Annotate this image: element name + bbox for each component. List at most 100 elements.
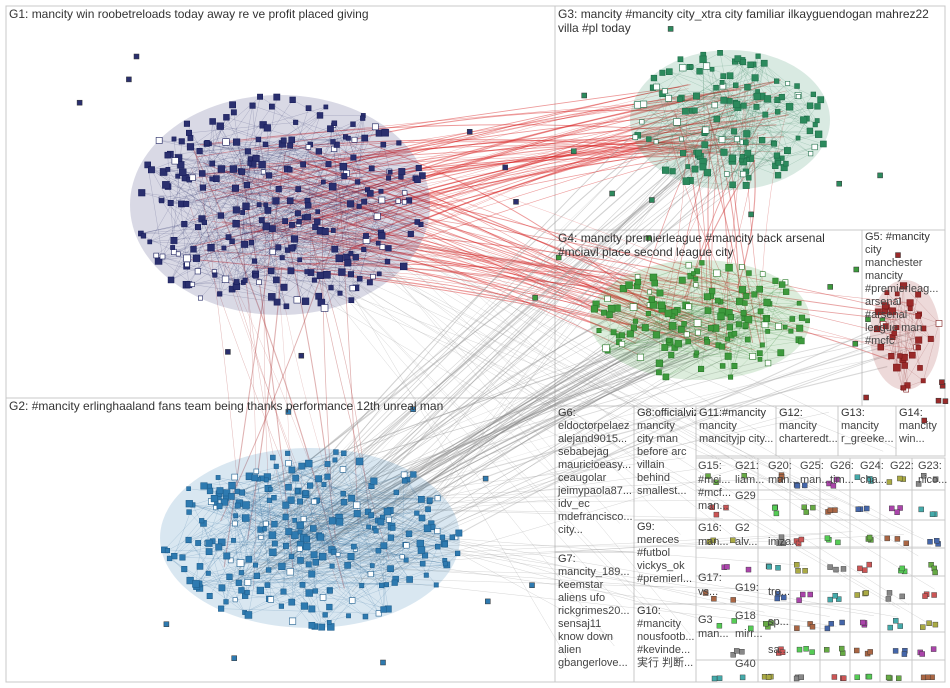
inter-group-edge-2-12	[190, 206, 309, 526]
g2-node-133	[303, 535, 311, 543]
g1-internal-edge-283	[334, 123, 372, 169]
g1-internal-edge-345	[147, 164, 163, 257]
g1-node-240	[189, 174, 196, 181]
small-group-label: G24:	[860, 460, 884, 472]
g5-internal-edge-7	[923, 323, 940, 381]
g3-node-127	[691, 107, 698, 114]
small-group-keyword: man...	[698, 628, 729, 640]
small-group-node-4-2	[867, 476, 873, 482]
g2-internal-edge-328	[281, 517, 423, 607]
g1-internal-edge-226	[242, 212, 245, 245]
inter-group-edge-0-18	[291, 96, 703, 229]
g1-node-181	[378, 196, 386, 204]
g5-outlier-5	[935, 397, 942, 404]
small-group-edge-46	[307, 497, 634, 599]
small-group-node-4-0	[854, 474, 861, 480]
g1-node-191	[321, 228, 329, 236]
inter-group-edge-1-2	[333, 140, 766, 299]
g2-internal-edge-57	[208, 573, 387, 585]
g2-node-212	[355, 457, 364, 466]
g1-outlier-2	[76, 99, 83, 106]
g3-internal-edge-22	[714, 105, 748, 160]
g4-node-37	[666, 337, 672, 343]
group-title-g11: G11:#mancity mancity mancityjp city...	[699, 407, 774, 445]
g2-node-218	[239, 489, 246, 496]
g1-internal-edge-260	[181, 188, 279, 205]
small-group-node-24-1	[827, 564, 833, 570]
g2-node-168	[326, 620, 332, 625]
g1-internal-edge-25	[220, 125, 329, 165]
small-group-edge-19	[290, 245, 925, 540]
g1-node-133	[286, 166, 293, 173]
g3-internal-edge-65	[746, 130, 810, 134]
g2-internal-edge-275	[300, 536, 321, 561]
g3-node-106	[763, 95, 772, 103]
g4-node-73	[714, 297, 721, 304]
small-group-edge-21	[321, 150, 624, 430]
g1-node-42	[407, 230, 414, 238]
g2-internal-edge-222	[221, 553, 458, 589]
g2-node-199	[238, 587, 245, 594]
small-group-node-21-2	[724, 564, 730, 570]
g4-node-68	[765, 328, 771, 334]
g4-internal-edge-65	[672, 311, 723, 317]
g3-node-88	[726, 72, 734, 80]
small-group-keyword: alv...	[735, 536, 758, 548]
g1-internal-edge-8	[290, 200, 318, 222]
g2-internal-edge-165	[268, 554, 315, 571]
g1-internal-edge-57	[184, 223, 277, 281]
g2-node-97	[319, 594, 327, 601]
g5-internal-edge-0	[904, 314, 920, 358]
g5-node-30	[882, 323, 889, 330]
g2-internal-edge-112	[233, 502, 345, 541]
g1-internal-edge-158	[189, 179, 378, 217]
inter-group-edge-0-29	[312, 141, 674, 267]
small-group-node-31-2	[832, 593, 838, 599]
g3-internal-edge-92	[748, 94, 814, 178]
g5-outlier-7	[921, 417, 927, 424]
g1-node-140	[297, 257, 303, 263]
g2-node-150	[403, 557, 409, 563]
g2-node-42	[339, 466, 347, 473]
g1-internal-edge-70	[317, 164, 329, 212]
g1-internal-edge-311	[190, 146, 298, 214]
g4-internal-edge-148	[598, 312, 730, 331]
g1-node-118	[204, 140, 210, 146]
g2-node-49	[285, 450, 291, 456]
g1-internal-edge-132	[250, 133, 380, 159]
small-group-edge-17	[205, 239, 655, 411]
small-group-node-17-2	[824, 535, 831, 541]
small-group-node-52-1	[841, 675, 847, 681]
g4-node-99	[630, 324, 637, 331]
g2-internal-edge-146	[241, 492, 387, 585]
g2-node-227	[232, 597, 238, 603]
g1-internal-edge-33	[250, 158, 423, 176]
small-group-node-54-2	[885, 674, 892, 681]
inter-group-edge-3-39	[378, 319, 668, 530]
g1-node-136	[287, 142, 294, 149]
g1-internal-edge-19	[243, 143, 283, 283]
small-group-node-41-1	[932, 621, 939, 628]
g2-internal-edge-141	[301, 465, 417, 514]
g2-internal-edge-296	[206, 465, 302, 544]
g1-internal-edge-324	[186, 184, 248, 267]
small-group-label: G16:	[698, 522, 722, 534]
small-group-keyword: tro...	[768, 586, 791, 598]
g1-internal-edge-206	[225, 141, 354, 158]
g4-internal-edge-132	[688, 306, 730, 328]
g4-internal-edge-158	[730, 344, 763, 378]
small-group-label: G3	[698, 614, 713, 626]
g1-internal-edge-281	[212, 121, 220, 294]
g2-node-141	[377, 518, 385, 526]
g2-node-176	[218, 584, 226, 592]
small-group-node-37-1	[809, 624, 816, 630]
inter-group-edge-0-7	[199, 133, 712, 188]
small-group-edge-58	[278, 159, 742, 452]
g1-internal-edge-78	[209, 143, 358, 183]
g4-node-26	[693, 282, 699, 288]
g2-internal-edge-301	[195, 540, 234, 584]
g2-internal-edge-332	[320, 536, 362, 586]
g1-internal-edge-227	[184, 223, 260, 283]
g2-node-225	[205, 539, 213, 547]
g1-node-5	[379, 244, 386, 250]
